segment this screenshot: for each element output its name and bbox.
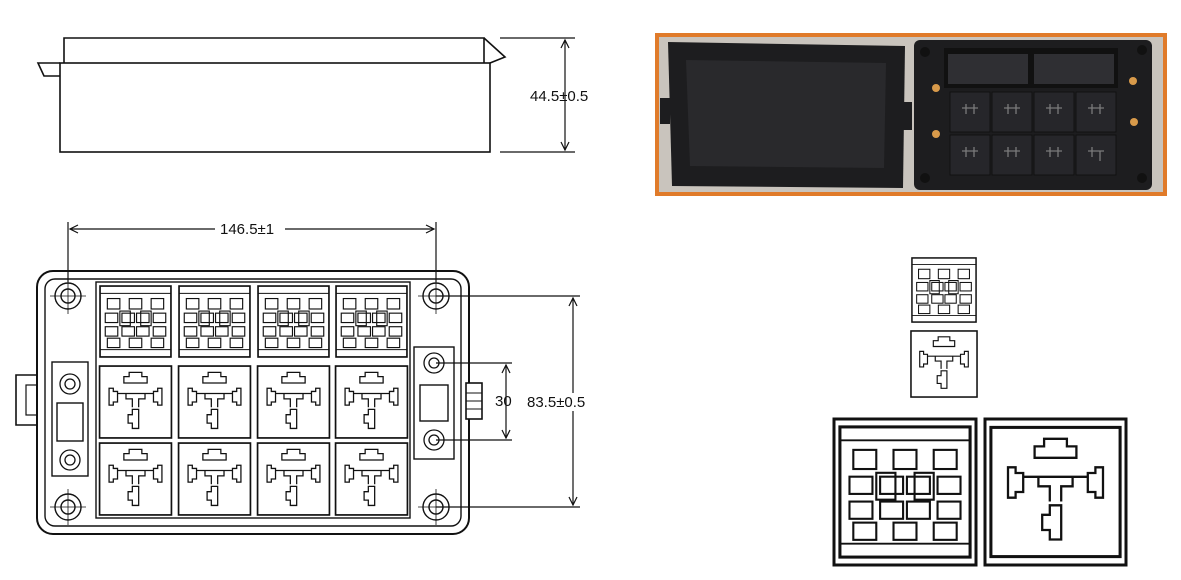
relay-socket xyxy=(98,442,173,516)
fuse-holder xyxy=(178,285,251,358)
relay-socket xyxy=(177,442,252,516)
side-view xyxy=(36,37,575,153)
relay-socket xyxy=(256,365,331,439)
small-relay-symbol xyxy=(910,330,978,398)
fuse-holder xyxy=(335,285,408,358)
relay-socket xyxy=(98,365,173,439)
large-relay-symbol xyxy=(983,417,1128,567)
spacing-dimension-label: 30 xyxy=(495,393,512,410)
relay-socket xyxy=(177,365,252,439)
top-view xyxy=(15,222,580,535)
large-fuse-symbol xyxy=(832,417,978,567)
width-dimension-label: 146.5±1 xyxy=(220,221,274,238)
relay-socket xyxy=(256,442,331,516)
product-photo xyxy=(655,33,1167,196)
relay-socket xyxy=(334,442,409,516)
relay-socket xyxy=(334,365,409,439)
small-fuse-symbol xyxy=(911,257,977,323)
fuse-holder xyxy=(99,285,172,358)
height-dimension-label: 44.5±0.5 xyxy=(530,88,588,105)
depth-dimension-label: 83.5±0.5 xyxy=(527,394,585,411)
fuse-holder xyxy=(257,285,330,358)
